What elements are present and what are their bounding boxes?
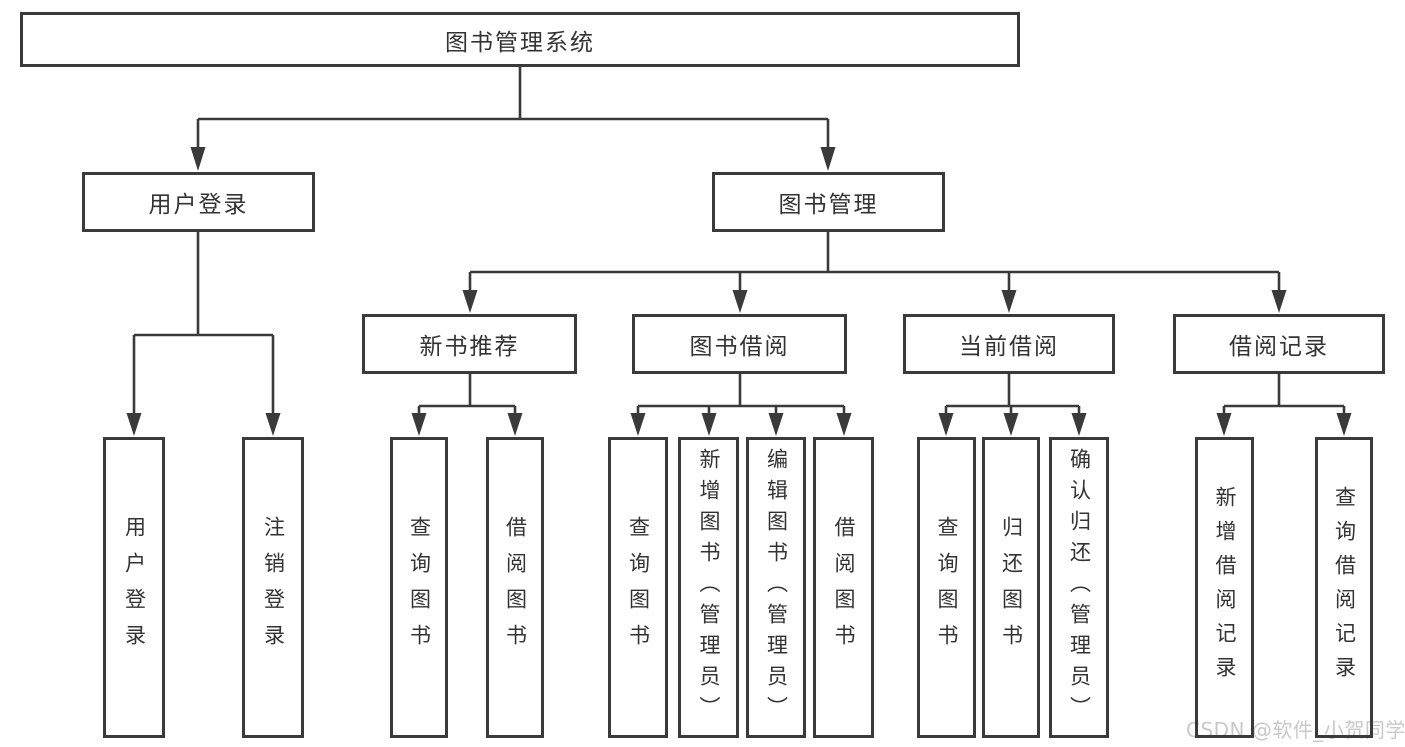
node-root-label: 图书管理系统 xyxy=(445,29,595,56)
connector-book-management xyxy=(462,232,1287,313)
connector-book-borrow xyxy=(630,374,852,436)
leaf-query-books-recommend: 查询图书 xyxy=(390,437,448,738)
leaf-query-borrow-record: 查询借阅记录 xyxy=(1315,437,1373,738)
node-current-borrow: 当前借阅 xyxy=(903,314,1115,374)
leaf-query-books-current: 查询图书 xyxy=(917,437,976,738)
node-current-borrow-label: 当前借阅 xyxy=(959,334,1059,360)
leaf-logout-label: 注销登录 xyxy=(261,515,286,660)
node-user-login-label: 用户登录 xyxy=(148,192,249,218)
leaf-return-books-label: 归还图书 xyxy=(999,515,1024,660)
node-user-login: 用户登录 xyxy=(82,172,315,232)
leaf-add-books-admin: 新增图书（管理员） xyxy=(678,437,739,738)
connector-borrow-records xyxy=(1216,374,1352,436)
node-book-borrow-label: 图书借阅 xyxy=(689,334,790,360)
connector-current-borrow xyxy=(938,374,1087,436)
node-book-borrow: 图书借阅 xyxy=(632,314,847,374)
leaf-confirm-return-admin-label: 确认归还（管理员） xyxy=(1067,448,1092,727)
leaf-add-borrow-record-label: 新增借阅记录 xyxy=(1213,485,1237,690)
leaf-borrow-books: 借阅图书 xyxy=(813,437,874,738)
leaf-borrow-books-recommend-label: 借阅图书 xyxy=(503,515,528,660)
leaf-borrow-books-label: 借阅图书 xyxy=(832,515,856,660)
node-book-management-label: 图书管理 xyxy=(778,192,879,218)
node-new-book-recommend: 新书推荐 xyxy=(362,314,577,374)
connector-root xyxy=(190,67,836,171)
leaf-confirm-return-admin: 确认归还（管理员） xyxy=(1049,437,1109,738)
node-borrow-records: 借阅记录 xyxy=(1173,314,1385,374)
leaf-add-borrow-record: 新增借阅记录 xyxy=(1195,437,1254,738)
leaf-query-borrow-record-label: 查询借阅记录 xyxy=(1332,485,1357,690)
leaf-user-login: 用户登录 xyxy=(103,437,165,738)
leaf-query-books-borrow-label: 查询图书 xyxy=(626,515,651,660)
connector-new-book-recommend xyxy=(411,374,523,436)
node-book-management: 图书管理 xyxy=(712,172,945,232)
node-new-book-recommend-label: 新书推荐 xyxy=(419,334,520,360)
leaf-add-books-admin-label: 新增图书（管理员） xyxy=(697,448,721,727)
leaf-return-books: 归还图书 xyxy=(982,437,1040,738)
leaf-borrow-books-recommend: 借阅图书 xyxy=(486,437,544,738)
leaf-edit-books-admin: 编辑图书（管理员） xyxy=(746,437,806,738)
connector-user-login xyxy=(126,232,281,436)
csdn-watermark: CSDN @软件_小贺同学 xyxy=(1186,718,1405,742)
node-root: 图书管理系统 xyxy=(20,12,1020,67)
leaf-query-books-current-label: 查询图书 xyxy=(935,515,959,660)
node-borrow-records-label: 借阅记录 xyxy=(1229,334,1329,360)
leaf-edit-books-admin-label: 编辑图书（管理员） xyxy=(764,448,789,727)
leaf-logout: 注销登录 xyxy=(242,437,304,738)
leaf-query-books-borrow: 查询图书 xyxy=(608,437,668,738)
leaf-user-login-label: 用户登录 xyxy=(122,515,147,660)
leaf-query-books-recommend-label: 查询图书 xyxy=(407,515,432,660)
